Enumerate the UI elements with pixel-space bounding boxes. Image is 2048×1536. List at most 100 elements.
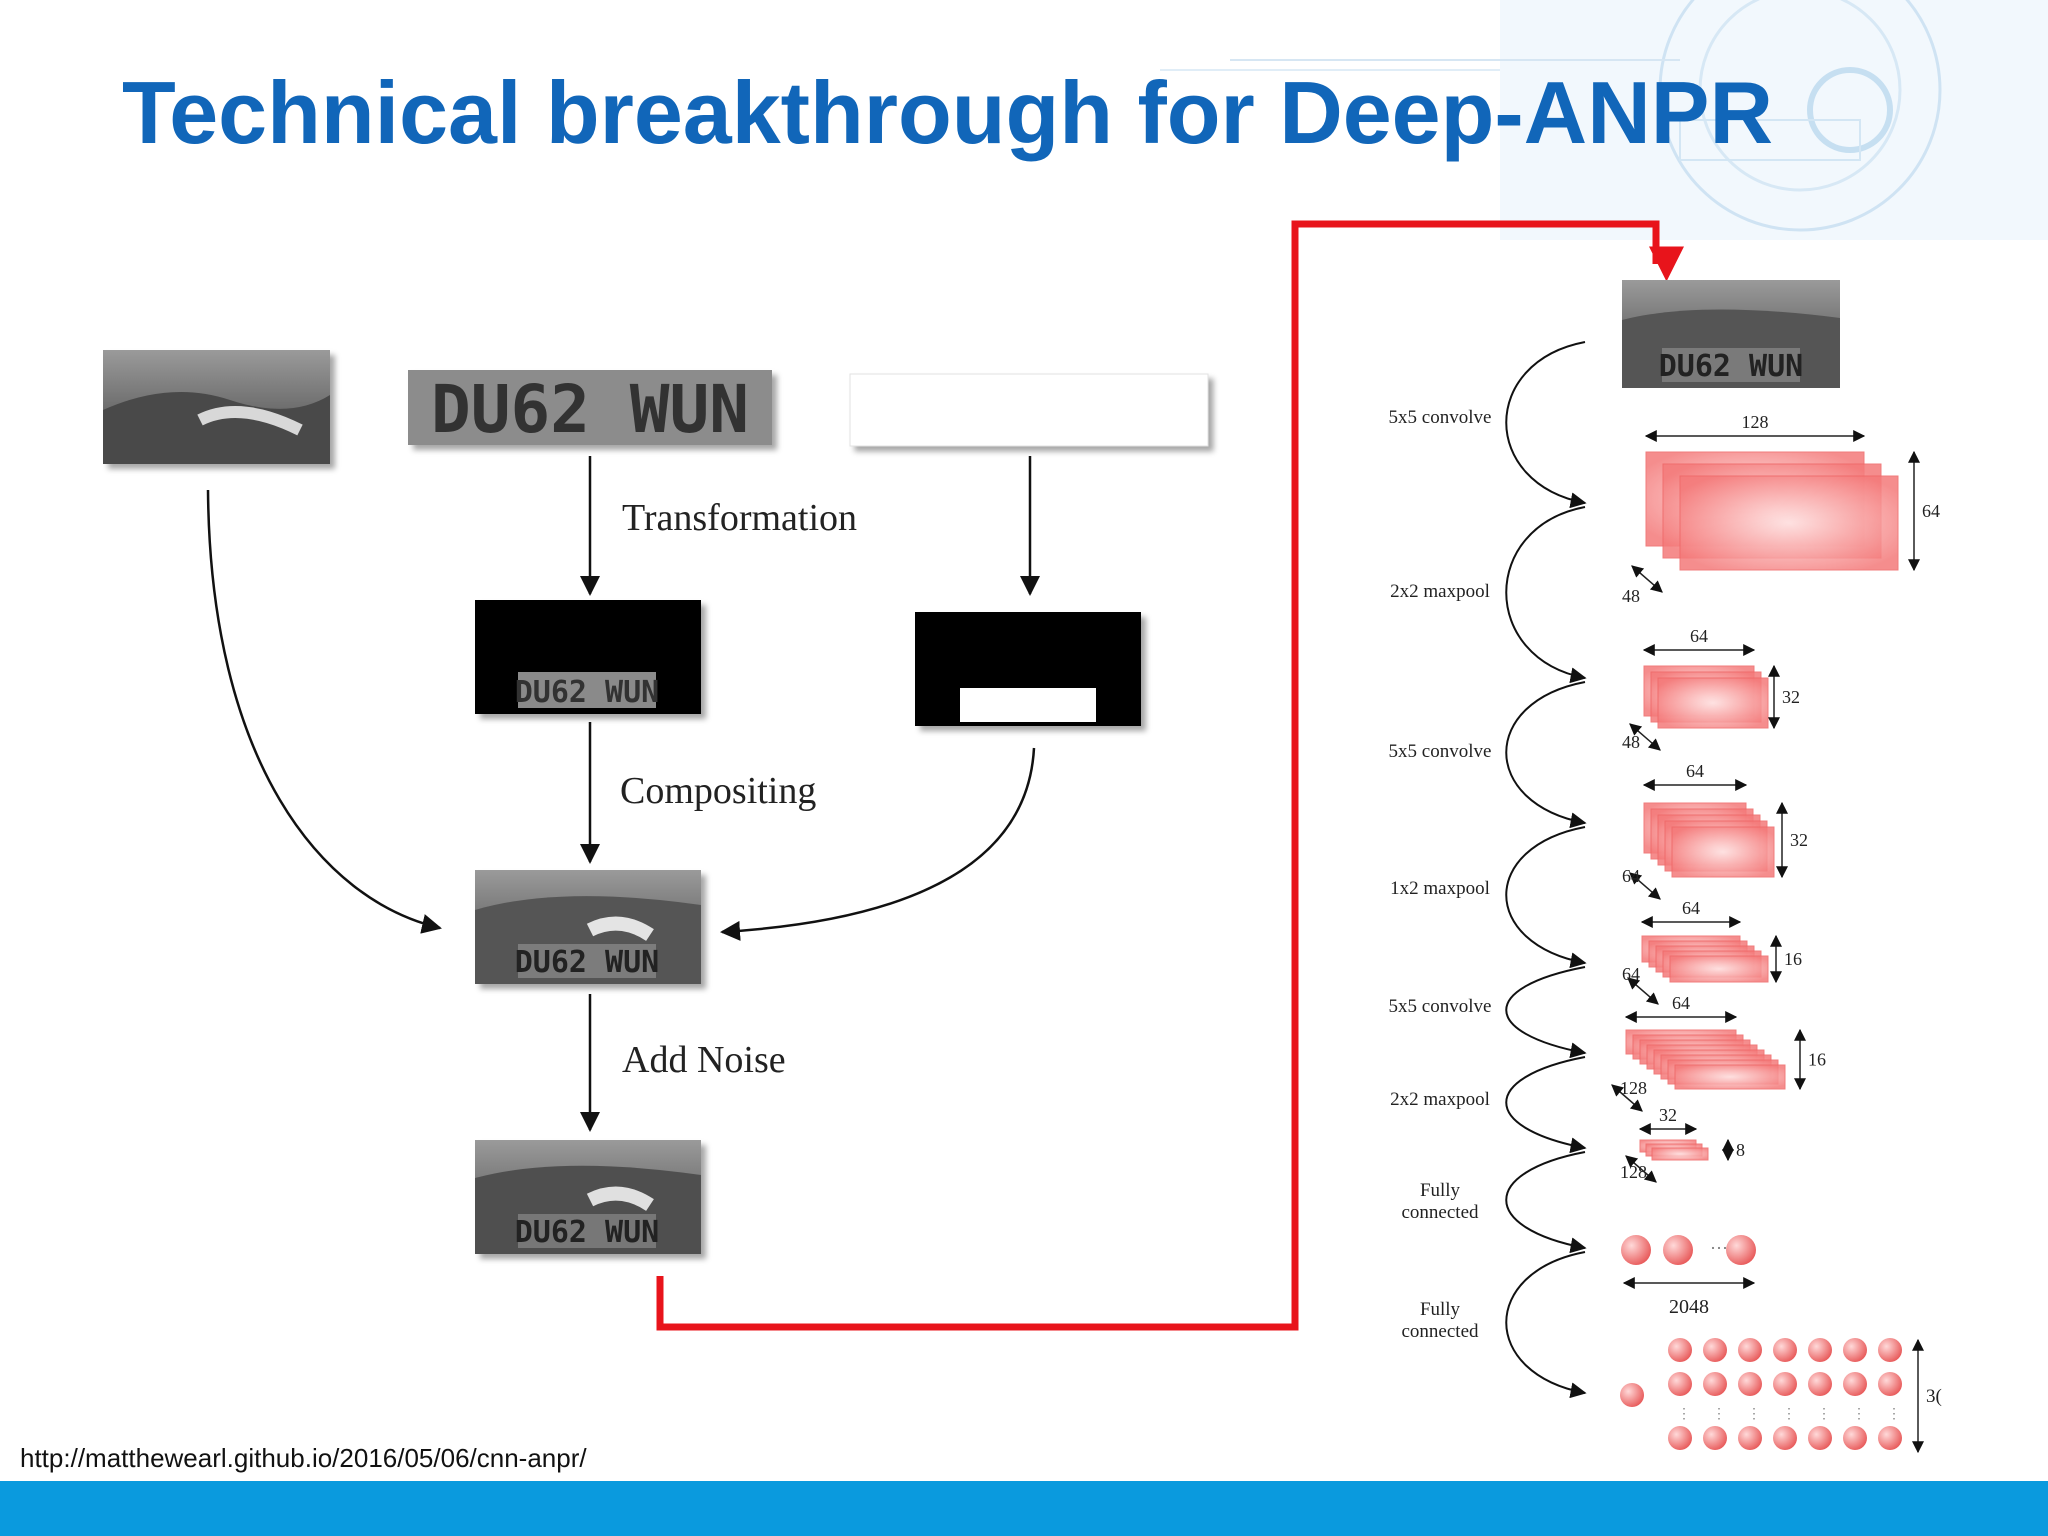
- fc-ellipsis: ···: [1710, 1238, 1728, 1258]
- composited-plate-text: DU62 WUN: [515, 945, 660, 980]
- composited-image: DU62 WUN: [475, 870, 701, 984]
- output-ellipsis: ⋮: [1712, 1407, 1726, 1422]
- output-neuron: [1738, 1338, 1762, 1362]
- pipeline-to-cnn-connector: [656, 220, 1684, 1331]
- plate-template: DU62 WUN: [408, 370, 772, 448]
- step-label-compositing: Compositing: [620, 770, 816, 812]
- background-decoration: [1160, 0, 2048, 240]
- output-ellipsis: ⋮: [1747, 1407, 1761, 1422]
- cnn-layer-label: 5x5 convolve: [1389, 996, 1492, 1017]
- fc-neuron: [1621, 1235, 1651, 1265]
- output-neuron: [1878, 1338, 1902, 1362]
- cnn-flow-arrow: [1505, 1251, 1587, 1399]
- mask-template: [849, 373, 1209, 447]
- step-label-add-noise: Add Noise: [622, 1039, 786, 1081]
- arrow-mask-to-composite: [720, 747, 1036, 941]
- cnn-flow-arrows: [1505, 341, 1587, 1399]
- fc-layer: ··· 2048: [1621, 1235, 1756, 1318]
- cnn-flow-arrow: [1505, 341, 1587, 509]
- output-neuron: [1738, 1372, 1762, 1396]
- height-label: 16: [1808, 1050, 1826, 1070]
- depth-dimension: [1629, 872, 1661, 900]
- cnn-layer-label: 5x5 convolve: [1389, 741, 1492, 762]
- width-label: 32: [1659, 1105, 1677, 1125]
- output-neuron: [1808, 1338, 1832, 1362]
- cnn-flow-arrow: [1505, 966, 1587, 1059]
- output-neuron-single: [1620, 1383, 1644, 1407]
- feature-map: [1674, 1064, 1786, 1090]
- cnn-layer-label: 2x2 maxpool: [1390, 581, 1490, 602]
- output-neuron: [1703, 1426, 1727, 1450]
- cnn-layer-label: 5x5 convolve: [1389, 407, 1492, 428]
- output-ellipsis: ⋮: [1677, 1407, 1691, 1422]
- output-neuron: [1703, 1338, 1727, 1362]
- fc-size-label: 2048: [1669, 1296, 1709, 1318]
- transformed-mask: [915, 612, 1141, 726]
- cnn-flow-arrow: [1505, 506, 1587, 684]
- feature-map-block: 64 32 48: [1622, 626, 1800, 752]
- depth-label: 64: [1622, 866, 1640, 886]
- output-neuron: [1808, 1426, 1832, 1450]
- output-layer: 3( ⋮⋮⋮⋮⋮⋮⋮: [1620, 1338, 1942, 1454]
- cnn-layer-label: 1x2 maxpool: [1390, 878, 1490, 899]
- feature-map: [1651, 1147, 1709, 1161]
- output-neuron: [1878, 1372, 1902, 1396]
- feature-map: [1657, 677, 1769, 729]
- step-label-transformation: Transformation: [622, 497, 857, 539]
- output-neuron: [1668, 1338, 1692, 1362]
- output-neuron: [1843, 1426, 1867, 1450]
- output-neuron: [1668, 1372, 1692, 1396]
- transformed-plate: DU62 WUN: [475, 600, 701, 714]
- depth-label: 48: [1622, 586, 1640, 606]
- feature-map: [1669, 955, 1769, 983]
- cnn-flow-arrow: [1505, 681, 1587, 829]
- transformed-plate-text: DU62 WUN: [515, 675, 660, 710]
- width-label: 64: [1672, 993, 1690, 1013]
- output-neuron: [1773, 1338, 1797, 1362]
- cnn-flow-arrow: [1505, 1151, 1587, 1254]
- depth-label: 128: [1620, 1078, 1647, 1098]
- feature-map-block: 64 16 128: [1611, 993, 1826, 1112]
- depth-label: 64: [1622, 964, 1640, 984]
- cnn-input-plate-text: DU62 WUN: [1659, 349, 1804, 384]
- output-neuron: [1808, 1372, 1832, 1396]
- output-neuron: [1773, 1426, 1797, 1450]
- depth-dimension: [1631, 565, 1663, 593]
- height-label: 64: [1922, 501, 1940, 521]
- noisy-image: DU62 WUN: [475, 1140, 701, 1254]
- height-label: 16: [1784, 949, 1802, 969]
- depth-label: 48: [1622, 732, 1640, 752]
- output-size-label: 3(: [1926, 1386, 1942, 1407]
- source-url[interactable]: http://matthewearl.github.io/2016/05/06/…: [20, 1443, 587, 1473]
- height-label: 32: [1790, 830, 1808, 850]
- background-photo: [103, 350, 330, 464]
- depth-dimension: [1611, 1084, 1643, 1112]
- slide-title: Technical breakthrough for Deep-ANPR: [122, 63, 1774, 162]
- height-label: 8: [1736, 1140, 1745, 1160]
- footer-bar: [0, 1481, 2048, 1536]
- feature-map: [1679, 475, 1899, 571]
- output-neuron: [1878, 1426, 1902, 1450]
- output-ellipsis: ⋮: [1887, 1407, 1901, 1422]
- cnn-flow-arrow: [1505, 826, 1587, 969]
- width-label: 64: [1690, 626, 1708, 646]
- width-label: 64: [1686, 761, 1704, 781]
- feature-map: [1671, 826, 1775, 878]
- noisy-plate-text: DU62 WUN: [515, 1215, 660, 1250]
- depth-dimension: [1625, 1155, 1657, 1183]
- output-neuron: [1843, 1338, 1867, 1362]
- plate-text: DU62 WUN: [431, 371, 749, 448]
- height-label: 32: [1782, 687, 1800, 707]
- output-neuron: [1843, 1372, 1867, 1396]
- output-ellipsis: ⋮: [1852, 1407, 1866, 1422]
- cnn-layer-labels: 5x5 convolve 2x2 maxpool 5x5 convolve 1x2 m…: [1389, 407, 1492, 1342]
- output-neuron: [1668, 1426, 1692, 1450]
- output-neuron: [1703, 1372, 1727, 1396]
